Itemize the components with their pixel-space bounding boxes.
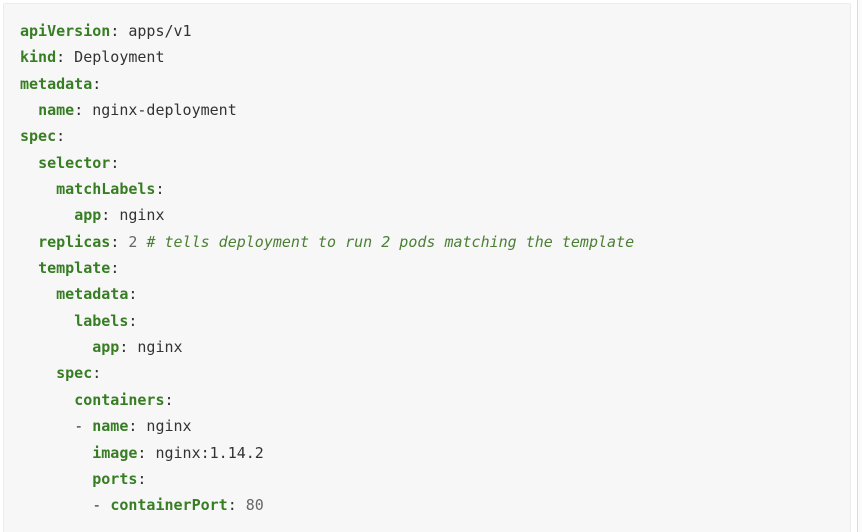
yaml-punctuation: :: [110, 22, 120, 40]
code-block: apiVersion: apps/v1 kind: Deployment met…: [3, 3, 851, 532]
code-line: labels:: [20, 312, 137, 330]
yaml-punctuation: :: [92, 364, 102, 383]
yaml-punctuation: :: [101, 206, 111, 225]
code-line: spec:: [20, 364, 101, 382]
yaml-key: metadata: [56, 285, 129, 304]
yaml-value: Deployment: [65, 48, 165, 67]
yaml-key: ports: [92, 469, 138, 488]
yaml-punctuation: :: [137, 469, 147, 488]
yaml-punctuation: :: [56, 127, 66, 146]
yaml-key: replicas: [38, 232, 111, 251]
code-line: spec:: [20, 127, 65, 145]
code-line: app: nginx: [20, 206, 165, 225]
yaml-key: labels: [74, 311, 129, 330]
yaml-code: apiVersion: apps/v1 kind: Deployment met…: [20, 18, 834, 519]
yaml-value: [101, 496, 110, 514]
yaml-key: app: [92, 338, 120, 357]
yaml-value: nginx-deployment: [83, 101, 237, 120]
code-line: image: nginx:1.14.2: [20, 444, 264, 462]
yaml-punctuation: :: [110, 232, 120, 251]
code-line: - name: nginx: [20, 417, 192, 436]
code-line: name: nginx-deployment: [20, 101, 237, 119]
yaml-key: selector: [38, 153, 111, 172]
code-line: metadata:: [20, 285, 137, 303]
yaml-punctuation: :: [56, 48, 66, 67]
yaml-key: spec: [56, 364, 93, 383]
yaml-number: 80: [245, 496, 264, 515]
yaml-punctuation: :: [92, 74, 102, 93]
code-line: ports:: [20, 470, 146, 488]
code-line: apiVersion: apps/v1: [20, 22, 192, 40]
yaml-punctuation: :: [128, 285, 138, 304]
yaml-key: name: [92, 417, 129, 436]
code-line: - containerPort: 80: [20, 496, 264, 514]
code-line: replicas: 2 # tells deployment to run 2 …: [20, 233, 634, 251]
yaml-punctuation: -: [92, 496, 102, 515]
yaml-key: containers: [74, 390, 165, 409]
yaml-key: containerPort: [110, 496, 228, 515]
yaml-punctuation: :: [155, 180, 165, 199]
yaml-punctuation: :: [74, 101, 84, 120]
vertical-scrollbar[interactable]: [857, 0, 862, 532]
yaml-key: app: [74, 206, 102, 225]
yaml-value: apps/v1: [119, 22, 192, 40]
yaml-value: nginx: [137, 417, 192, 436]
yaml-key: matchLabels: [56, 180, 156, 199]
yaml-punctuation: :: [128, 417, 138, 436]
yaml-value: nginx:1.14.2: [146, 443, 264, 462]
yaml-key: apiVersion: [20, 22, 111, 40]
yaml-key: kind: [20, 48, 57, 67]
code-line: selector:: [20, 154, 119, 172]
yaml-punctuation: :: [164, 390, 174, 409]
yaml-punctuation: :: [110, 259, 120, 278]
yaml-punctuation: :: [119, 338, 129, 357]
yaml-key: image: [92, 443, 138, 462]
yaml-key: template: [38, 259, 111, 278]
yaml-punctuation: :: [137, 443, 147, 462]
yaml-punctuation: :: [110, 153, 120, 172]
yaml-value: nginx: [110, 206, 165, 225]
code-line: metadata:: [20, 75, 101, 93]
yaml-key: metadata: [20, 74, 93, 93]
yaml-punctuation: :: [128, 311, 138, 330]
yaml-punctuation: :: [227, 496, 237, 515]
code-line: app: nginx: [20, 338, 183, 357]
yaml-comment: # tells deployment to run 2 pods matchin…: [146, 232, 635, 251]
yaml-punctuation: -: [74, 417, 84, 436]
code-line: template:: [20, 259, 119, 277]
code-line: containers:: [20, 390, 174, 409]
yaml-key: name: [38, 101, 75, 120]
yaml-number: 2: [128, 232, 138, 251]
code-line: matchLabels:: [20, 180, 165, 199]
yaml-key: spec: [20, 127, 57, 146]
code-line: kind: Deployment: [20, 48, 165, 66]
yaml-value: [83, 417, 92, 435]
yaml-value: nginx: [128, 338, 183, 357]
yaml-value: [237, 496, 246, 514]
